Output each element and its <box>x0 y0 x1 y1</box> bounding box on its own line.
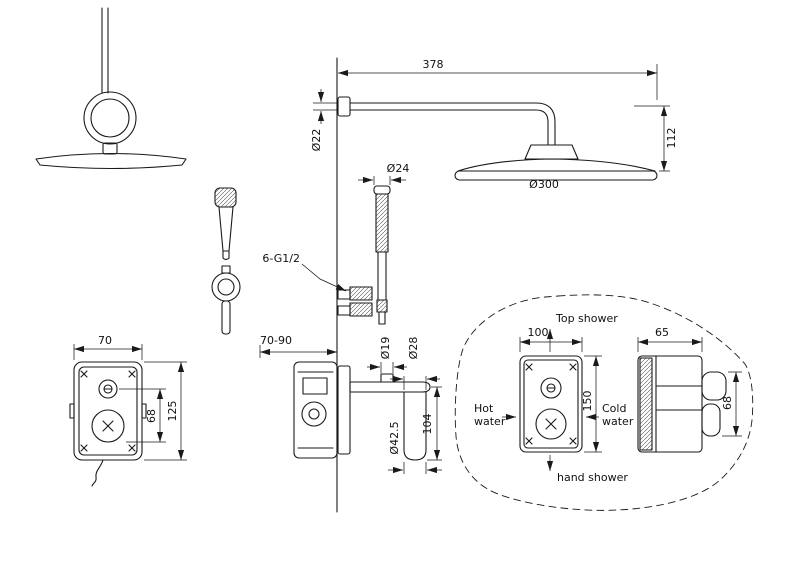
labels: 378 112 Ø22 Ø24 Ø300 6-G1/2 70-90 Ø19 Ø2… <box>98 58 734 484</box>
corner-screw <box>128 370 136 378</box>
dim-handle-diameter: Ø42.5 <box>388 421 401 454</box>
label-hand-shower: hand shower <box>557 471 628 484</box>
dim-handle-length: 104 <box>421 414 434 435</box>
side-knob-upper <box>701 371 727 401</box>
dimension-lines-main <box>259 64 670 474</box>
corner-screw <box>80 444 88 452</box>
wand-body <box>375 193 389 253</box>
threaded-fitting-lower <box>349 302 373 317</box>
thread-leader <box>301 263 347 292</box>
label-cold-line2: water <box>602 415 634 428</box>
thread-callout: 6-G1/2 <box>262 252 300 265</box>
corner-screw <box>525 437 533 445</box>
corner-screw <box>569 437 577 445</box>
dimension-lines-detail <box>502 329 742 471</box>
valve-front-outline <box>73 361 143 461</box>
corner-screw <box>128 444 136 452</box>
installation-side-view <box>293 57 658 513</box>
dim-slide-diameter: Ø24 <box>387 162 410 175</box>
side-knob-lower <box>701 403 721 437</box>
handle-cylinder <box>403 391 427 461</box>
dim-outlet-diameter: Ø19 <box>379 337 392 360</box>
dimension-lines-front <box>73 344 187 461</box>
shower-arm-outer <box>349 102 556 146</box>
overhead-shower-side-view <box>35 7 187 170</box>
threaded-fitting-upper <box>349 286 373 301</box>
detail-view <box>454 294 754 511</box>
dim-detail-width: 100 <box>528 326 549 339</box>
shower-head-disc <box>35 152 187 170</box>
head-connector <box>102 142 118 155</box>
valve-front-view <box>69 361 147 487</box>
head-dome <box>457 158 656 172</box>
trim-plate <box>337 365 351 455</box>
holder-ring <box>211 272 241 302</box>
head-rim <box>454 170 658 181</box>
label-hot-line1: Hot <box>474 402 494 415</box>
dim-detail-height: 150 <box>581 391 594 412</box>
hose-nipple <box>376 299 388 313</box>
outlet-stub <box>380 373 394 383</box>
dim-arm-diameter: Ø22 <box>310 129 323 152</box>
detail-bubble-outline <box>454 294 754 511</box>
holder-screw <box>221 265 231 274</box>
dim-head-drop: 112 <box>665 128 678 149</box>
hand-shower-with-bracket <box>211 187 241 335</box>
cable <box>91 459 104 487</box>
dim-detail-side-height: 68 <box>721 396 734 410</box>
corner-screw <box>525 363 533 371</box>
mounting-ring <box>83 91 137 145</box>
detail-upper-outlet <box>540 377 562 399</box>
cartridge-opening <box>91 409 125 443</box>
corner-screw <box>569 363 577 371</box>
shower-arm-inner <box>349 109 549 146</box>
valve-body-side <box>293 361 338 459</box>
label-cold-line1: Cold <box>602 402 626 415</box>
corner-screw <box>80 370 88 378</box>
upper-outlet <box>98 379 118 399</box>
dim-detail-side-width: 65 <box>655 326 669 339</box>
spout <box>349 381 431 393</box>
dim-front-width: 70 <box>98 334 112 347</box>
dim-front-height: 125 <box>166 401 179 422</box>
wand-lower <box>377 251 387 301</box>
arm-flange <box>337 96 351 117</box>
hand-shower-head <box>214 187 237 208</box>
detail-valve-front <box>519 355 583 453</box>
dim-head-diameter: Ø300 <box>529 178 559 191</box>
dim-trim-diameter: Ø28 <box>407 337 420 360</box>
label-hot-line2: water <box>474 415 506 428</box>
detail-valve-side <box>637 355 703 453</box>
hand-shower-handle <box>218 206 234 252</box>
detail-cartridge-opening <box>535 408 567 440</box>
wand-cap <box>373 185 391 195</box>
head-cone <box>524 144 579 160</box>
label-top-shower: Top shower <box>555 312 618 325</box>
dim-wall-depth: 70-90 <box>260 334 292 347</box>
dim-front-centers: 68 <box>145 409 158 423</box>
dim-arm-length: 378 <box>423 58 444 71</box>
holder-bracket <box>221 300 231 335</box>
